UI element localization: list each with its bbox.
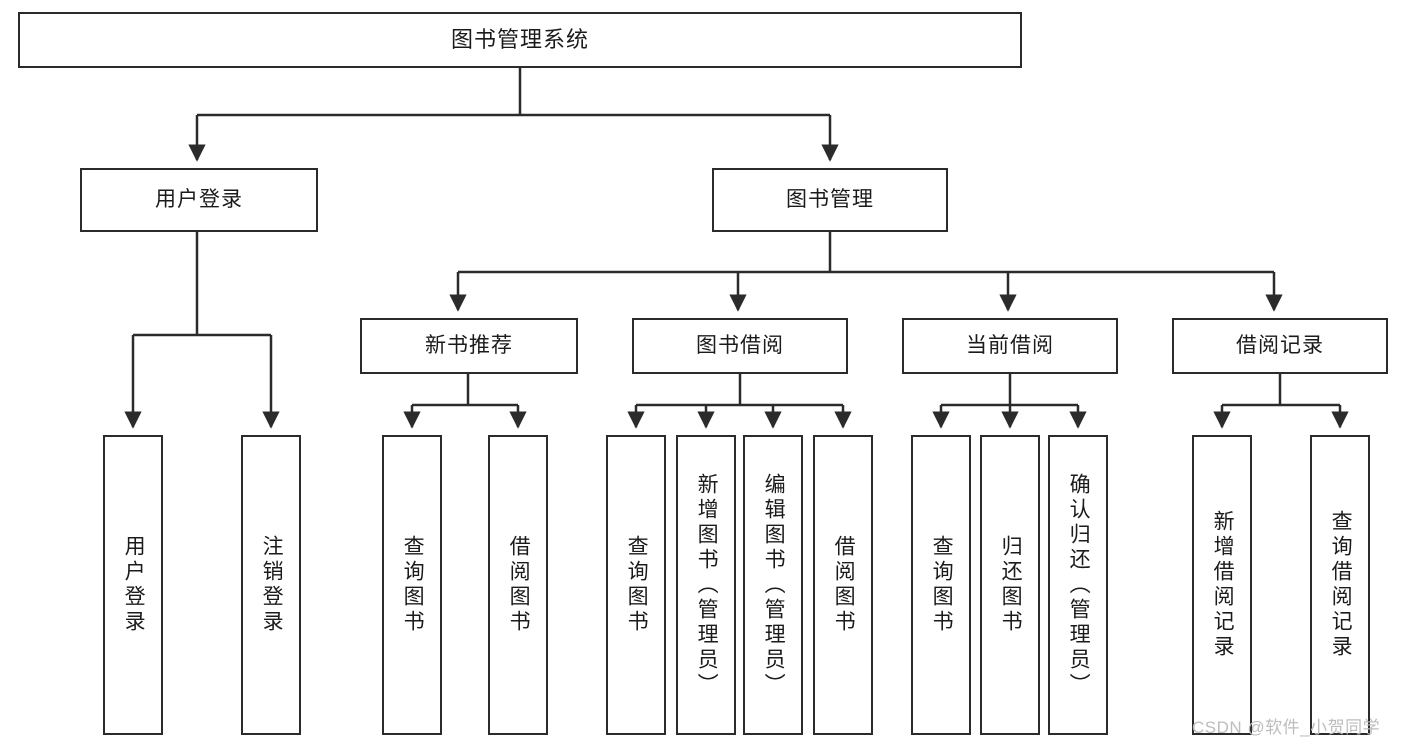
- node-label: 图书管理: [786, 188, 874, 212]
- watermark-text: CSDN @软件_小贺同学: [1192, 718, 1381, 737]
- leaf-current-return-book[interactable]: 归还图书: [980, 435, 1040, 735]
- node-new-book-recommend[interactable]: 新书推荐: [360, 318, 578, 374]
- node-book-management[interactable]: 图书管理: [712, 168, 948, 232]
- node-borrow-record[interactable]: 借阅记录: [1172, 318, 1388, 374]
- leaf-user-login-signout[interactable]: 注销登录: [241, 435, 301, 735]
- node-root-system[interactable]: 图书管理系统: [18, 12, 1022, 68]
- leaf-record-query-record[interactable]: 查询借阅记录: [1310, 435, 1370, 735]
- node-label: 查询图书: [625, 535, 649, 635]
- node-label: 借阅图书: [832, 535, 856, 635]
- node-label: 用户登录: [155, 188, 243, 212]
- node-label: 归还图书: [999, 535, 1023, 635]
- leaf-user-login-signin[interactable]: 用户登录: [103, 435, 163, 735]
- leaf-recommend-query-book[interactable]: 查询图书: [382, 435, 442, 735]
- node-label: 新增图书（管理员）: [695, 472, 719, 698]
- leaf-borrow-query-book[interactable]: 查询图书: [606, 435, 666, 735]
- node-label: 确认归还（管理员）: [1067, 472, 1091, 698]
- node-label: 编辑图书（管理员）: [762, 472, 786, 698]
- node-label: 图书管理系统: [450, 26, 589, 52]
- leaf-borrow-add-book-admin[interactable]: 新增图书（管理员）: [676, 435, 736, 735]
- node-label: 借阅记录: [1236, 334, 1324, 358]
- leaf-current-confirm-return-admin[interactable]: 确认归还（管理员）: [1048, 435, 1108, 735]
- node-label: 借阅图书: [507, 535, 531, 635]
- node-label: 注销登录: [260, 535, 284, 635]
- node-user-login[interactable]: 用户登录: [80, 168, 318, 232]
- node-label: 新增借阅记录: [1211, 510, 1235, 660]
- node-label: 查询借阅记录: [1329, 510, 1353, 660]
- leaf-current-query-book[interactable]: 查询图书: [911, 435, 971, 735]
- node-book-borrow[interactable]: 图书借阅: [632, 318, 848, 374]
- leaf-borrow-borrow-book[interactable]: 借阅图书: [813, 435, 873, 735]
- node-label: 用户登录: [122, 535, 146, 635]
- leaf-recommend-borrow-book[interactable]: 借阅图书: [488, 435, 548, 735]
- node-label: 查询图书: [401, 535, 425, 635]
- node-label: 图书借阅: [696, 334, 784, 358]
- node-label: 查询图书: [930, 535, 954, 635]
- node-label: 新书推荐: [425, 334, 513, 358]
- node-label: 当前借阅: [966, 334, 1054, 358]
- leaf-record-add-record[interactable]: 新增借阅记录: [1192, 435, 1252, 735]
- leaf-borrow-edit-book-admin[interactable]: 编辑图书（管理员）: [743, 435, 803, 735]
- node-current-borrow[interactable]: 当前借阅: [902, 318, 1118, 374]
